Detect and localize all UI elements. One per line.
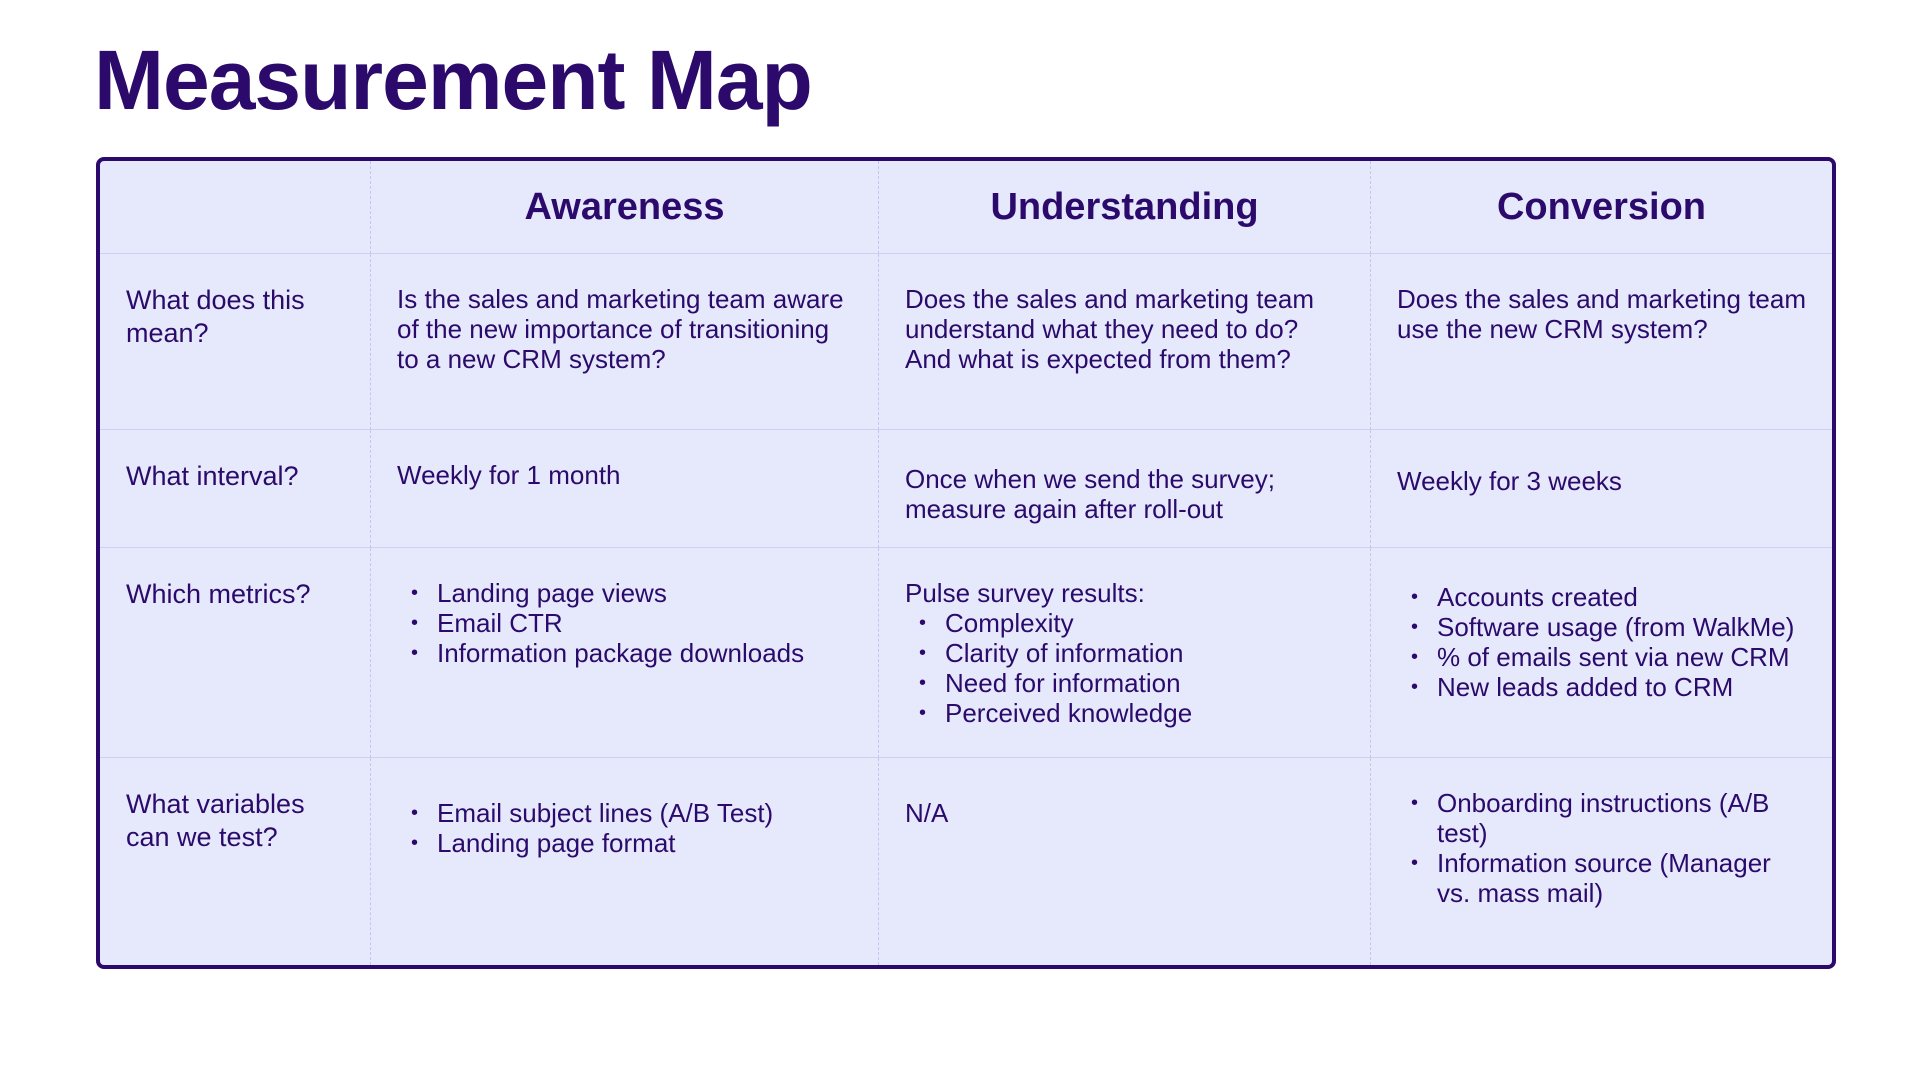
list-item: Clarity of information bbox=[919, 638, 1344, 668]
list-item: Need for information bbox=[919, 668, 1344, 698]
column-header-understanding: Understanding bbox=[879, 161, 1371, 254]
row-header-meaning: What does this mean? bbox=[100, 254, 371, 430]
metrics-understanding-list: Complexity Clarity of information Need f… bbox=[905, 608, 1344, 728]
cell-metrics-awareness: Landing page views Email CTR Information… bbox=[371, 548, 879, 758]
cell-interval-conversion: Weekly for 3 weeks bbox=[1371, 430, 1832, 548]
row-header-variables: What variables can we test? bbox=[100, 758, 371, 965]
metrics-awareness-list: Landing page views Email CTR Information… bbox=[397, 578, 852, 668]
variables-awareness-list: Email subject lines (A/B Test) Landing p… bbox=[397, 798, 852, 858]
metrics-understanding-intro: Pulse survey results: bbox=[905, 578, 1145, 608]
list-item: Onboarding instructions (A/B test) bbox=[1411, 788, 1806, 848]
column-header-conversion: Conversion bbox=[1371, 161, 1832, 254]
list-item: Landing page format bbox=[411, 828, 852, 858]
list-item: Information package downloads bbox=[411, 638, 852, 668]
cell-interval-understanding: Once when we send the survey; measure ag… bbox=[879, 430, 1371, 548]
list-item: Accounts created bbox=[1411, 582, 1806, 612]
cell-variables-conversion: Onboarding instructions (A/B test) Infor… bbox=[1371, 758, 1832, 965]
cell-meaning-conversion: Does the sales and marketing team use th… bbox=[1371, 254, 1832, 430]
header-corner-cell bbox=[100, 161, 371, 254]
variables-conversion-list: Onboarding instructions (A/B test) Infor… bbox=[1397, 788, 1806, 908]
list-item: New leads added to CRM bbox=[1411, 672, 1806, 702]
cell-metrics-understanding: Pulse survey results: Complexity Clarity… bbox=[879, 548, 1371, 758]
cell-meaning-understanding: Does the sales and marketing team unders… bbox=[879, 254, 1371, 430]
cell-metrics-conversion: Accounts created Software usage (from Wa… bbox=[1371, 548, 1832, 758]
list-item: Software usage (from WalkMe) bbox=[1411, 612, 1806, 642]
list-item: Email subject lines (A/B Test) bbox=[411, 798, 852, 828]
list-item: Email CTR bbox=[411, 608, 852, 638]
metrics-conversion-list: Accounts created Software usage (from Wa… bbox=[1397, 582, 1806, 702]
list-item: Landing page views bbox=[411, 578, 852, 608]
cell-variables-awareness: Email subject lines (A/B Test) Landing p… bbox=[371, 758, 879, 965]
measurement-map-table: Awareness Understanding Conversion What … bbox=[96, 157, 1836, 969]
list-item: Information source (Manager vs. mass mai… bbox=[1411, 848, 1806, 908]
list-item: % of emails sent via new CRM bbox=[1411, 642, 1806, 672]
list-item: Perceived knowledge bbox=[919, 698, 1344, 728]
cell-variables-understanding: N/A bbox=[879, 758, 1371, 965]
cell-interval-awareness: Weekly for 1 month bbox=[371, 430, 879, 548]
cell-meaning-awareness: Is the sales and marketing team aware of… bbox=[371, 254, 879, 430]
list-item: Complexity bbox=[919, 608, 1344, 638]
row-header-metrics: Which metrics? bbox=[100, 548, 371, 758]
column-header-awareness: Awareness bbox=[371, 161, 879, 254]
row-header-interval: What interval? bbox=[100, 430, 371, 548]
page-title: Measurement Map bbox=[94, 33, 813, 127]
